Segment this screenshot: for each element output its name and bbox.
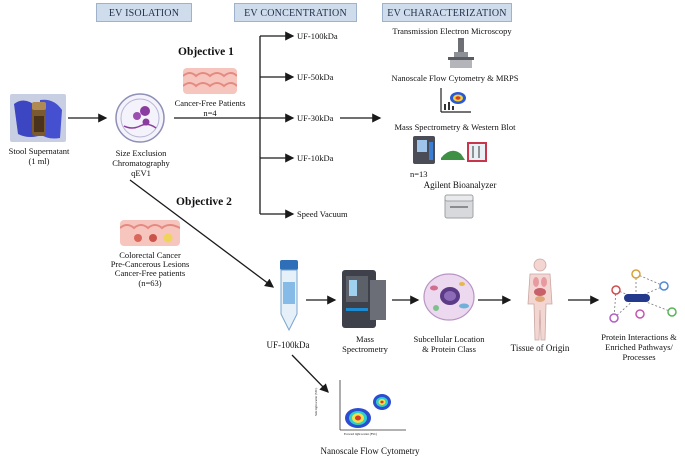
bioanalyzer-label: Agilent Bioanalyzer <box>423 180 497 190</box>
sec-label-1: Size Exclusion <box>115 148 167 158</box>
cell-icon <box>423 273 475 321</box>
bioanalyzer-icon <box>444 194 474 219</box>
obj2-cohort-line2: Pre-Cancerous Lesions <box>110 259 190 269</box>
branch-uf-100kda: UF-100kDa <box>297 31 338 41</box>
sec-column-icon <box>115 93 165 143</box>
header-ev-characterization: EV CHARACTERIZATION <box>382 3 512 22</box>
obj2-flow-label: Nanoscale Flow Cytometry <box>320 446 420 456</box>
protein-network-icon <box>609 269 677 323</box>
microscope-icon <box>448 38 474 68</box>
header-ev-isolation: EV ISOLATION <box>96 3 192 22</box>
mass-spectrometer-icon <box>342 270 386 328</box>
obj2-cohort-line3: Cancer-Free patients <box>114 268 186 278</box>
obj2-subcell-line2: & Protein Class <box>422 344 476 354</box>
healthy-colon-icon <box>183 68 237 94</box>
sec-label-2: Chromatography <box>112 158 170 168</box>
stool-sample-icon <box>10 94 66 142</box>
header-ev-concentration: EV CONCENTRATION <box>234 3 357 22</box>
stool-label-1: Stool Supernatant <box>8 146 70 156</box>
centrifuge-tube-icon <box>280 260 298 332</box>
branch-uf-30kda: UF-30kDa <box>297 113 334 123</box>
obj1-cohort-label: Cancer-Free Patients <box>174 98 246 108</box>
obj2-cohort-line1: Colorectal Cancer <box>119 250 181 260</box>
population-small-ev <box>345 408 371 428</box>
char-n-label: n=13 <box>410 169 428 179</box>
human-body-icon <box>527 258 553 341</box>
obj2-n-label: (n=63) <box>138 278 162 288</box>
diseased-colon-icon <box>120 220 180 246</box>
nfc-label: Nanoscale Flow Cytometry & MRPS <box>391 73 519 83</box>
branch-uf-10kda: UF-10kDa <box>297 153 334 163</box>
flow-ylabel: Side light scatter (SSC) <box>314 387 318 416</box>
arrow-sec-to-obj2 <box>129 179 275 288</box>
stool-label-2: (1 ml) <box>28 156 50 166</box>
tem-label: Transmission Electron Microscopy <box>392 26 512 36</box>
obj2-network-line3: Processes <box>622 352 656 362</box>
ms-wb-instruments-icon <box>413 136 487 164</box>
objective-2-title: Objective 2 <box>176 196 232 208</box>
flow-plot-icon <box>440 88 471 113</box>
branch-speed-vacuum: Speed Vacuum <box>297 209 348 219</box>
obj2-subcell-line1: Subcellular Location <box>413 334 485 344</box>
flow-cytometry-plot <box>339 380 406 431</box>
ms-wb-label: Mass Spectrometry & Western Blot <box>394 122 516 132</box>
obj2-ms-line1: Mass <box>356 334 374 344</box>
obj2-uf-label: UF-100kDa <box>266 340 310 350</box>
obj2-tissue-label: Tissue of Origin <box>510 343 570 353</box>
objective-1-title: Objective 1 <box>178 46 234 58</box>
branch-uf-50kda: UF-50kDa <box>297 72 334 82</box>
population-beads <box>373 394 391 410</box>
flow-xlabel: Forward light scatter (FSC) <box>344 432 378 436</box>
obj2-ms-line2: Spectrometry <box>342 344 388 354</box>
obj1-n-label: n=4 <box>203 108 217 118</box>
obj2-network-line1: Protein Interactions & <box>601 332 677 342</box>
arrow-uf-to-flow <box>291 354 329 393</box>
sec-label-3: qEV1 <box>131 168 151 178</box>
obj2-network-line2: Enriched Pathways/ <box>605 342 673 352</box>
